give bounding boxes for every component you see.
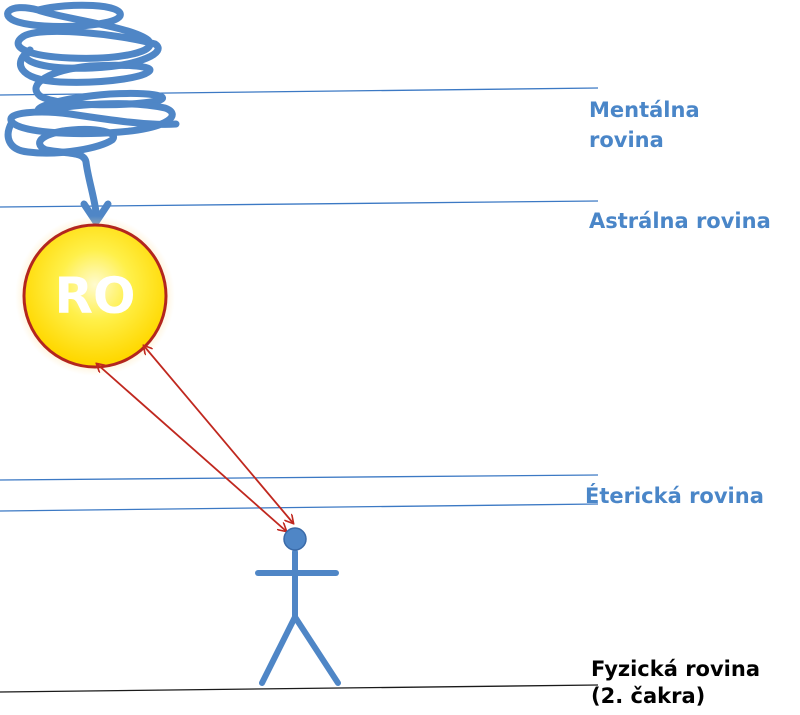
- etheric-plane-label: Éterická rovina: [585, 483, 764, 508]
- stick-figure-head: [283, 527, 307, 551]
- physical-plane-label-line2: (2. čakra): [591, 684, 705, 708]
- stick-figure: [255, 549, 341, 686]
- thought-scribble: [4, 1, 180, 226]
- astral-plane-line: [0, 200, 599, 208]
- arrow-ro-to-person: [144, 346, 293, 523]
- etheric-plane-top-line: [0, 474, 599, 481]
- ro-label: RO: [54, 267, 135, 325]
- arrow-person-to-ro: [97, 364, 286, 531]
- mental-plane-label: Mentálna rovina: [589, 98, 707, 152]
- mental-plane-label-line1: Mentálna: [589, 98, 700, 122]
- physical-plane-label: Fyzická rovina (2. čakra): [591, 657, 767, 708]
- ro-circle: [22, 223, 168, 369]
- etheric-plane-bottom-line: [0, 503, 599, 512]
- mental-plane-label-line2: rovina: [589, 128, 664, 152]
- physical-plane-label-line1: Fyzická rovina: [591, 657, 760, 681]
- astral-plane-label: Astrálna rovina: [589, 209, 771, 233]
- physical-plane-line: [0, 684, 599, 693]
